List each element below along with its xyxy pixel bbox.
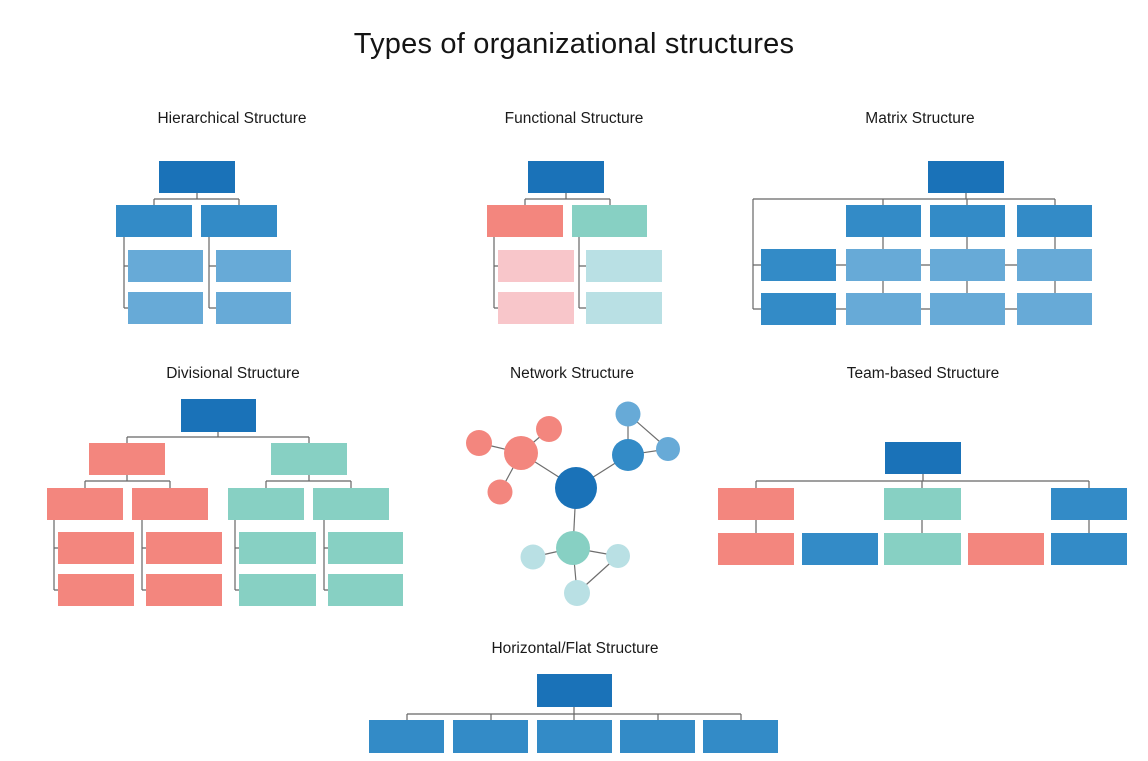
section-title-hierarchical: Hierarchical Structure <box>157 110 307 127</box>
functional-dept-a-node <box>487 205 563 237</box>
divisional-connectors <box>53 432 352 591</box>
team-based-root-node <box>885 442 961 474</box>
hierarchical-manager-node <box>201 205 277 237</box>
divisional-division-b-staff-node <box>328 574 403 606</box>
functional-connectors <box>493 193 611 309</box>
network-cluster-b-satellite-node <box>656 437 680 461</box>
divisional-root-node <box>181 399 256 432</box>
team-based-lead-node <box>718 488 794 520</box>
divisional-division-a-dept-node <box>132 488 208 520</box>
matrix-row-head-node <box>761 293 836 325</box>
hierarchical-staff-node <box>216 250 291 282</box>
team-based-connectors <box>755 474 1090 533</box>
network-cluster-a-center-node <box>504 436 538 470</box>
section-title-functional: Functional Structure <box>504 110 644 127</box>
hierarchical-root-node <box>159 161 235 193</box>
matrix-cell-node <box>846 249 921 281</box>
functional-root-node <box>528 161 604 193</box>
team-based-member-node <box>802 533 878 565</box>
network-cluster-a-satellite-node <box>466 430 492 456</box>
matrix-column-head-node <box>1017 205 1092 237</box>
horizontal-flat-diagram <box>369 674 778 753</box>
matrix-column-head-node <box>846 205 921 237</box>
matrix-diagram <box>761 161 1092 325</box>
functional-dept-b-node <box>572 205 647 237</box>
hierarchical-diagram <box>116 161 291 324</box>
divisional-diagram <box>47 399 403 606</box>
page-title: Types of organizational structures <box>353 28 795 60</box>
network-cluster-b-satellite-node <box>615 401 641 427</box>
horizontal-flat-connectors <box>406 707 742 720</box>
divisional-division-b-node <box>271 443 347 475</box>
matrix-cell-node <box>930 249 1005 281</box>
matrix-connectors <box>752 193 1056 310</box>
matrix-row-head-node <box>761 249 836 281</box>
matrix-cell-node <box>1017 293 1092 325</box>
matrix-column-head-node <box>930 205 1005 237</box>
matrix-cell-node <box>846 293 921 325</box>
network-cluster-c-satellite-node <box>564 580 590 606</box>
divisional-division-a-node <box>89 443 165 475</box>
matrix-root-node <box>928 161 1004 193</box>
divisional-division-a-staff-node <box>58 574 134 606</box>
team-based-member-node <box>884 533 961 565</box>
team-based-member-node <box>968 533 1044 565</box>
divisional-division-b-staff-node <box>328 532 403 564</box>
team-based-lead-node <box>884 488 961 520</box>
section-title-horizontal-flat: Horizontal/Flat Structure <box>491 640 659 657</box>
section-title-divisional: Divisional Structure <box>166 365 300 382</box>
network-cluster-b-center-node <box>612 439 644 471</box>
team-based-member-node <box>718 533 794 565</box>
horizontal-flat-root-node <box>537 674 612 707</box>
horizontal-flat-report-node <box>453 720 528 753</box>
section-title-network: Network Structure <box>509 365 635 382</box>
functional-dept-a-staff-node <box>498 292 574 324</box>
divisional-division-b-dept-node <box>228 488 304 520</box>
network-cluster-c-center-node <box>556 531 590 565</box>
hierarchical-staff-node <box>128 292 203 324</box>
hierarchical-staff-node <box>216 292 291 324</box>
matrix-cell-node <box>1017 249 1092 281</box>
divisional-division-a-staff-node <box>146 532 222 564</box>
hierarchical-manager-node <box>116 205 192 237</box>
team-based-diagram <box>718 442 1127 565</box>
hierarchical-connectors <box>123 193 240 309</box>
divisional-division-b-staff-node <box>239 574 316 606</box>
network-cluster-c-satellite-node <box>520 544 546 570</box>
network-cluster-a-satellite-node <box>487 479 513 505</box>
horizontal-flat-report-node <box>703 720 778 753</box>
horizontal-flat-report-node <box>620 720 695 753</box>
divisional-division-a-staff-node <box>146 574 222 606</box>
hierarchical-staff-node <box>128 250 203 282</box>
functional-dept-b-staff-node <box>586 250 662 282</box>
horizontal-flat-report-node <box>369 720 444 753</box>
divisional-division-a-staff-node <box>58 532 134 564</box>
section-title-team-based: Team-based Structure <box>846 365 1000 382</box>
functional-dept-a-staff-node <box>498 250 574 282</box>
section-title-matrix: Matrix Structure <box>865 110 975 127</box>
network-hub-node <box>555 467 597 509</box>
horizontal-flat-report-node <box>537 720 612 753</box>
divisional-division-a-dept-node <box>47 488 123 520</box>
team-based-member-node <box>1051 533 1127 565</box>
network-cluster-a-satellite-node <box>536 416 562 442</box>
functional-diagram <box>487 161 662 324</box>
team-based-lead-node <box>1051 488 1127 520</box>
network-cluster-c-satellite-node <box>606 544 630 568</box>
divisional-division-b-staff-node <box>239 532 316 564</box>
functional-dept-b-staff-node <box>586 292 662 324</box>
matrix-cell-node <box>930 293 1005 325</box>
divisional-division-b-dept-node <box>313 488 389 520</box>
network-diagram <box>466 401 680 606</box>
